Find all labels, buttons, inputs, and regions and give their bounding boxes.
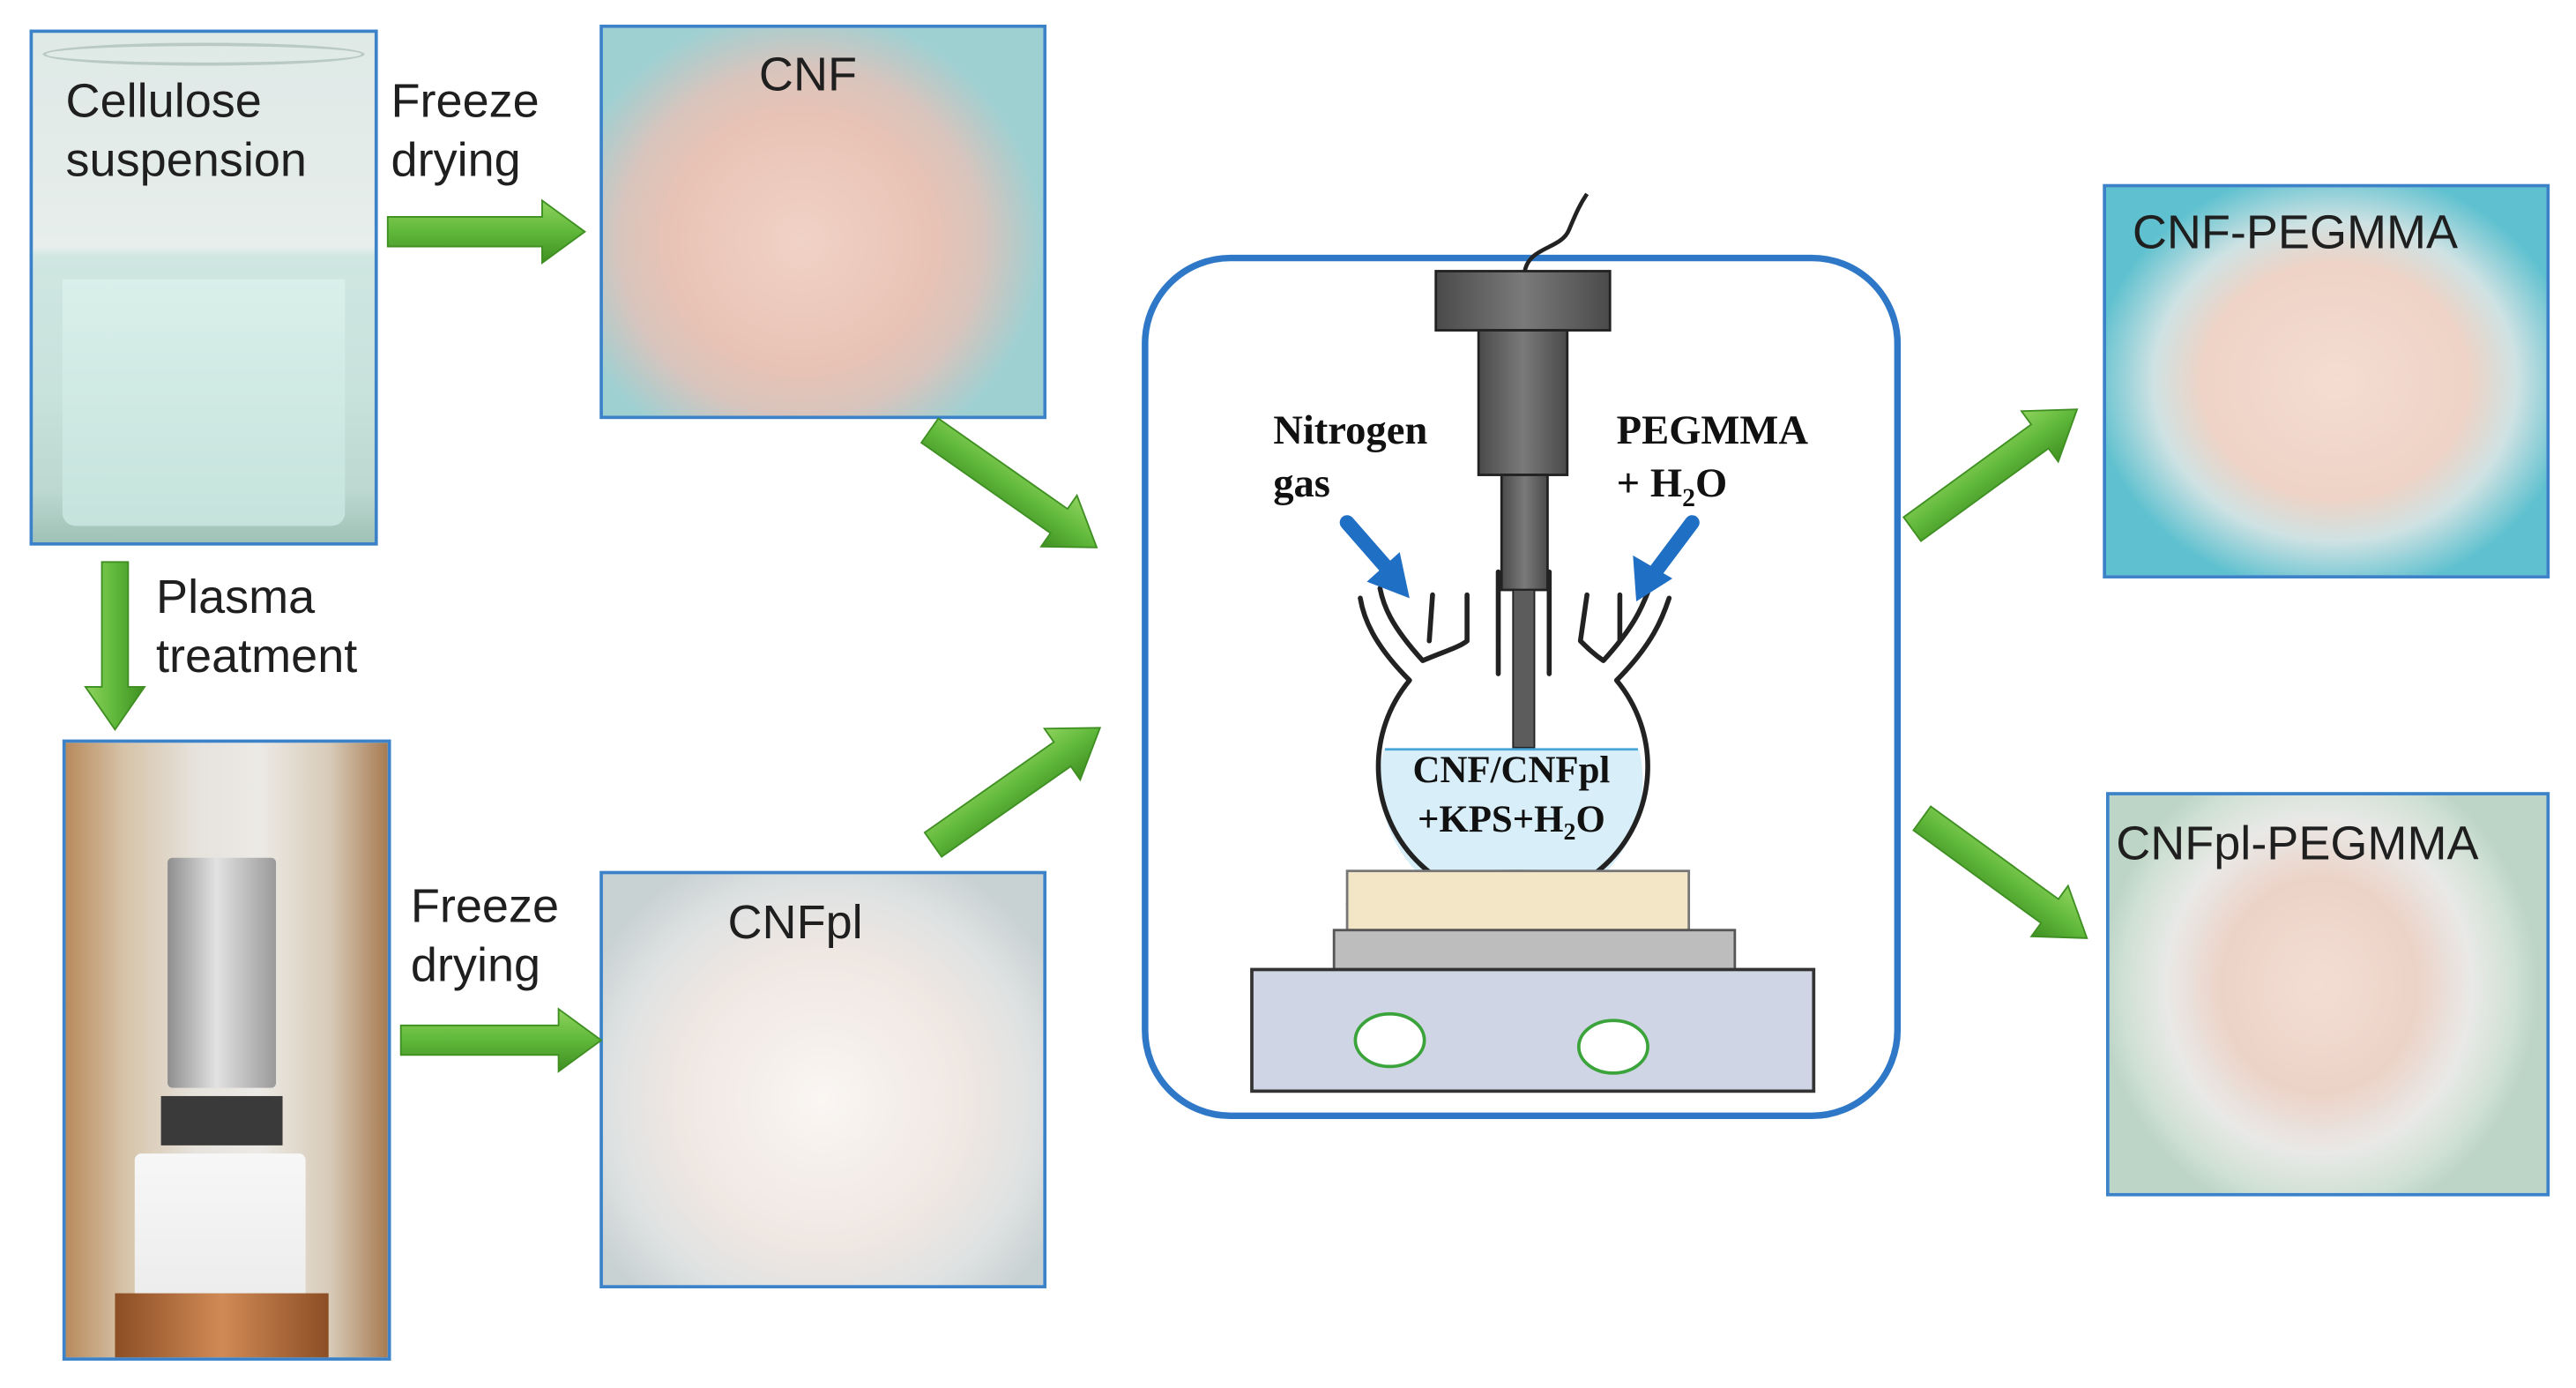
hotplate-plate	[1332, 929, 1737, 971]
arrow-reactor-to-cnfpl-pegmma	[1912, 805, 2088, 939]
nitrogen-inlet-arrow	[1339, 515, 1410, 599]
pegmma-label-line2: + H2O	[1617, 460, 1728, 512]
stirrer-coupling	[1500, 474, 1549, 592]
cnfpl-photo	[599, 870, 1047, 1288]
hotplate-knob-right	[1576, 1019, 1649, 1075]
cnfpl-pegmma-label: CNFpl-PEGMMA	[2116, 818, 2479, 871]
stirrer-motor	[1434, 270, 1612, 332]
pegmma-h: + H	[1617, 460, 1682, 506]
cnf-pegmma-label: CNF-PEGMMA	[2132, 206, 2459, 260]
beaker-liquid	[62, 279, 346, 526]
plasma-label-line1: Plasma	[156, 571, 316, 625]
cellulose-suspension-label: Cellulose suspension	[66, 72, 307, 191]
flask-kps-h: +KPS+H	[1418, 799, 1564, 840]
arrow-plasma-treatment	[84, 561, 146, 732]
cellulose-label-line1: Cellulose	[65, 75, 262, 129]
cnf-label: CNF	[758, 49, 858, 102]
cnfpl-pegmma-photo	[2106, 792, 2550, 1197]
plasma-vial	[134, 1153, 306, 1302]
pegmma-inlet-arrow	[1633, 515, 1700, 602]
flask-label-line1: CNF/CNFpl	[1413, 750, 1611, 791]
freeze-drying-bottom-line1: Freeze	[410, 880, 560, 934]
plasma-label-line2: treatment	[156, 631, 358, 684]
flask-sub: 2	[1564, 818, 1576, 846]
plasma-electrode-lower	[160, 1095, 283, 1145]
arrow-freeze-drying-top	[386, 198, 586, 265]
cnfpl-label: CNFpl	[727, 897, 863, 951]
freeze-drying-label-top: Freeze drying	[391, 72, 540, 191]
cellulose-suspension-photo	[29, 29, 378, 546]
stirrer-shaft	[1512, 589, 1536, 749]
arrow-reactor-to-cnf-pegmma	[1902, 408, 2079, 542]
plasma-device-photo	[62, 739, 391, 1361]
flask-label-line2: +KPS+H2O	[1418, 799, 1605, 846]
flask-o: O	[1576, 799, 1605, 840]
freeze-drying-bottom-line2: drying	[410, 940, 541, 994]
freeze-drying-top-line1: Freeze	[391, 75, 540, 129]
plasma-treatment-label: Plasma treatment	[156, 569, 357, 688]
freeze-drying-top-line2: drying	[391, 135, 521, 188]
cellulose-label-line2: suspension	[65, 135, 307, 188]
stirrer-body	[1477, 329, 1569, 476]
arrow-cnf-to-reactor	[919, 417, 1098, 548]
hotplate-base	[1250, 967, 1816, 1093]
nitrogen-label-line2: gas	[1273, 460, 1330, 506]
hotplate-disc	[1345, 869, 1691, 932]
freeze-drying-label-bottom: Freeze drying	[411, 877, 559, 996]
pegmma-sub: 2	[1682, 483, 1695, 512]
plasma-copper-base	[115, 1293, 329, 1358]
pegmma-o: O	[1695, 460, 1727, 506]
beaker-rim	[42, 42, 365, 66]
cnf-photo	[599, 24, 1047, 420]
pegmma-label-line1: PEGMMA	[1617, 407, 1809, 453]
arrow-freeze-drying-bottom	[399, 1007, 603, 1073]
cnf-pegmma-photo	[2103, 183, 2550, 578]
stirrer-cable	[1523, 192, 1590, 273]
arrow-cnfpl-to-reactor	[923, 727, 1102, 858]
hotplate-knob-left	[1353, 1011, 1426, 1069]
nitrogen-label-line1: Nitrogen	[1273, 407, 1427, 453]
plasma-electrode	[168, 857, 277, 1088]
